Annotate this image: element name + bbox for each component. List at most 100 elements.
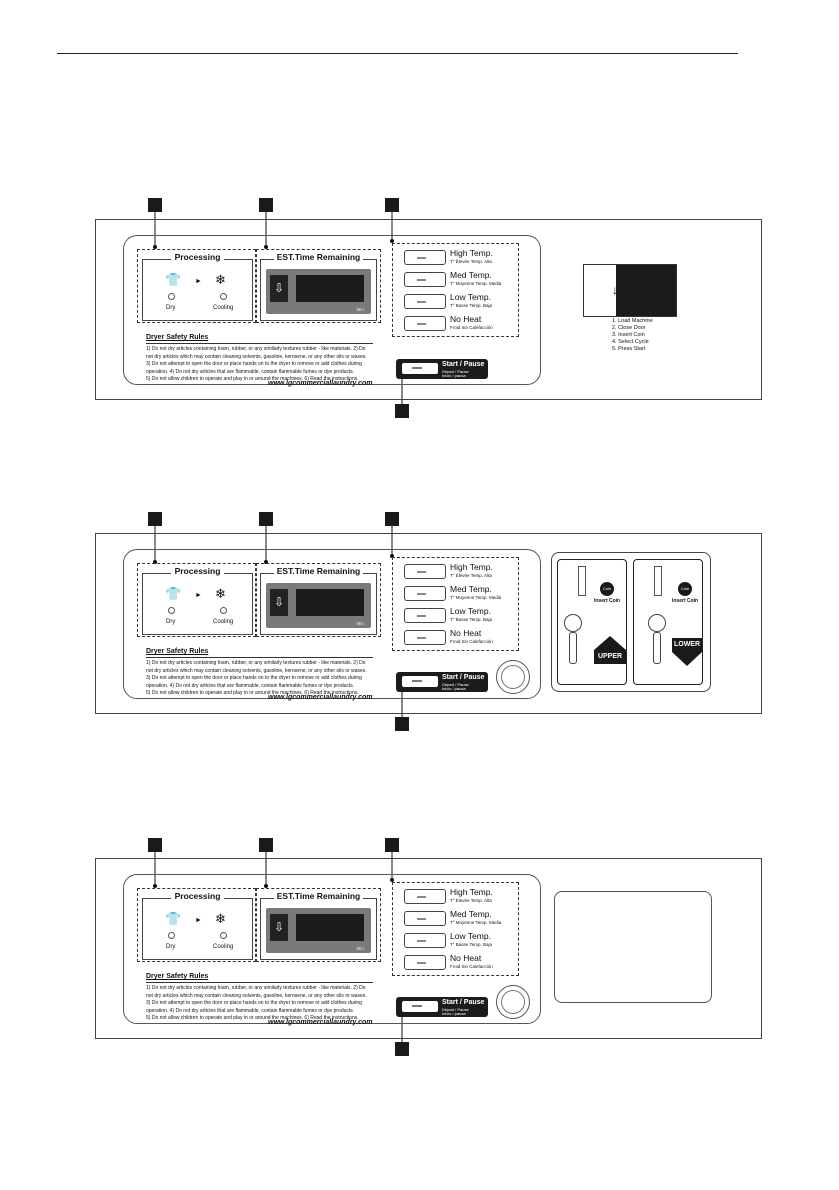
cooling-led: [220, 607, 227, 614]
med-temp-label: Med Temp.: [450, 584, 492, 594]
low-temp-label: Low Temp.: [450, 292, 491, 302]
rules-title: Dryer Safety Rules: [146, 973, 209, 980]
no-heat-button[interactable]: [404, 955, 446, 970]
est-callout-area: [256, 249, 381, 323]
no-heat-button[interactable]: [404, 630, 446, 645]
coin-slot-opening: [564, 614, 582, 632]
upper-coin-slot[interactable]: Coin Insert Coin UPPER: [557, 559, 627, 685]
low-temp-button[interactable]: [404, 608, 446, 623]
high-temp-button[interactable]: [404, 564, 446, 579]
temp-callout-area: [392, 557, 519, 651]
start-pause-key[interactable]: [402, 363, 438, 374]
instruction-card: ↓: [583, 264, 677, 317]
coin-dot: Coin: [678, 582, 692, 596]
med-temp-sub: T° Moyenne Temp. Media: [450, 920, 502, 925]
high-temp-label: High Temp.: [450, 248, 493, 258]
low-temp-button[interactable]: [404, 933, 446, 948]
rules-divider: [146, 343, 373, 344]
est-display: ⇩ Min.: [266, 583, 371, 628]
start-pause-key[interactable]: [402, 1001, 438, 1012]
min-label: Min.: [356, 621, 365, 626]
coin-drop-icon: ⇩: [270, 589, 288, 616]
est-time-box: EST.Time Remaining ⇩ Min.: [260, 252, 377, 321]
temp-buttons: High Temp. T° Élevée Temp. Alta Med Temp…: [392, 557, 519, 651]
low-temp-sub: T° Basse Temp. Baja: [450, 617, 492, 622]
time-screen: [296, 589, 364, 616]
processing-title: Processing: [170, 252, 225, 262]
callout-marker: [259, 512, 273, 526]
callout-marker: [148, 512, 162, 526]
website-url: www.lgcommerciallaundry.com: [268, 380, 373, 387]
cooling-label: Cooling: [213, 305, 234, 311]
temp-callout-area: [392, 882, 519, 976]
callout-marker: [259, 838, 273, 852]
insert-coin-label: Insert Coin: [594, 598, 621, 604]
coin-slot-opening: [648, 614, 666, 632]
down-arrow-icon: [672, 652, 702, 666]
coin-slot-stem: [653, 632, 661, 664]
low-temp-button[interactable]: [404, 294, 446, 309]
processing-title: Processing: [170, 566, 225, 576]
arrow-right-icon: ►: [195, 917, 202, 924]
callout-marker: [385, 198, 399, 212]
shirt-icon: 👕: [165, 272, 182, 287]
rules-text: 1) Do not dry articles containing foam, …: [146, 346, 367, 382]
upper-label: UPPER: [594, 650, 626, 664]
high-temp-sub: T° Élevée Temp. Alta: [450, 898, 492, 903]
rules-text: 1) Do not dry articles containing foam, …: [146, 985, 367, 1021]
est-callout-area: [256, 563, 381, 637]
high-temp-label: High Temp.: [450, 887, 493, 897]
start-pause-button[interactable]: Start / Pause Départ / Pause Inicio / pa…: [396, 359, 488, 379]
med-temp-button[interactable]: [404, 272, 446, 287]
coin-return-dial[interactable]: [496, 985, 530, 1019]
callout-marker: [395, 717, 409, 731]
high-temp-button[interactable]: [404, 250, 446, 265]
processing-box: Processing 👕 ► ❄ Dry Cooling: [142, 891, 253, 960]
processing-box: Processing 👕 ► ❄ Dry Cooling: [142, 252, 253, 321]
no-heat-label: No Heat: [450, 953, 482, 963]
med-temp-button[interactable]: [404, 911, 446, 926]
med-temp-sub: T° Moyenne Temp. Media: [450, 281, 502, 286]
start-pause-button[interactable]: Start / Pause Départ / Pause Inicio / pa…: [396, 997, 488, 1017]
rules-text: 1) Do not dry articles containing foam, …: [146, 660, 367, 696]
callout-marker: [259, 198, 273, 212]
start-pause-key[interactable]: [402, 676, 438, 687]
callout-marker: [385, 512, 399, 526]
coin-acceptor: Coin Insert Coin UPPER Coin Insert Coin …: [551, 552, 711, 692]
low-temp-label: Low Temp.: [450, 606, 491, 616]
cooling-label: Cooling: [213, 619, 234, 625]
processing-callout-area: [137, 249, 256, 323]
start-pause-label: Start / Pause: [442, 361, 485, 368]
down-arrow-icon: ↓: [612, 283, 618, 297]
start-pause-label: Start / Pause: [442, 999, 485, 1006]
temp-buttons: High Temp. T° Élevée Temp. Alta Med Temp…: [392, 243, 519, 337]
est-time-box: EST.Time Remaining ⇩ Min.: [260, 566, 377, 635]
med-temp-button[interactable]: [404, 586, 446, 601]
cooling-icon: ❄: [215, 911, 226, 926]
header-rule: [57, 53, 738, 54]
med-temp-label: Med Temp.: [450, 270, 492, 280]
no-heat-sub: Froid Sin Calefacción: [450, 964, 493, 969]
up-arrow-icon: [594, 636, 626, 650]
start-pause-button[interactable]: Start / Pause Départ / Pause Inicio / pa…: [396, 672, 488, 692]
rules-title: Dryer Safety Rules: [146, 648, 209, 655]
processing-callout-area: [137, 888, 256, 962]
no-heat-label: No Heat: [450, 314, 482, 324]
shirt-icon: 👕: [165, 586, 182, 601]
high-temp-button[interactable]: [404, 889, 446, 904]
arrow-right-icon: ►: [195, 278, 202, 285]
rules-divider: [146, 982, 373, 983]
shirt-icon: 👕: [165, 911, 182, 926]
temp-callout-area: [392, 243, 519, 337]
processing-callout-area: [137, 563, 256, 637]
no-heat-button[interactable]: [404, 316, 446, 331]
dry-led: [168, 293, 175, 300]
temp-buttons: High Temp. T° Élevée Temp. Alta Med Temp…: [392, 882, 519, 976]
est-display: ⇩ Min.: [266, 269, 371, 314]
dry-label: Dry: [166, 944, 176, 950]
est-callout-area: [256, 888, 381, 962]
coin-return-dial[interactable]: [496, 660, 530, 694]
lower-coin-slot[interactable]: Coin Insert Coin LOWER: [633, 559, 703, 685]
dry-led: [168, 932, 175, 939]
low-temp-sub: T° Basse Temp. Baja: [450, 942, 492, 947]
